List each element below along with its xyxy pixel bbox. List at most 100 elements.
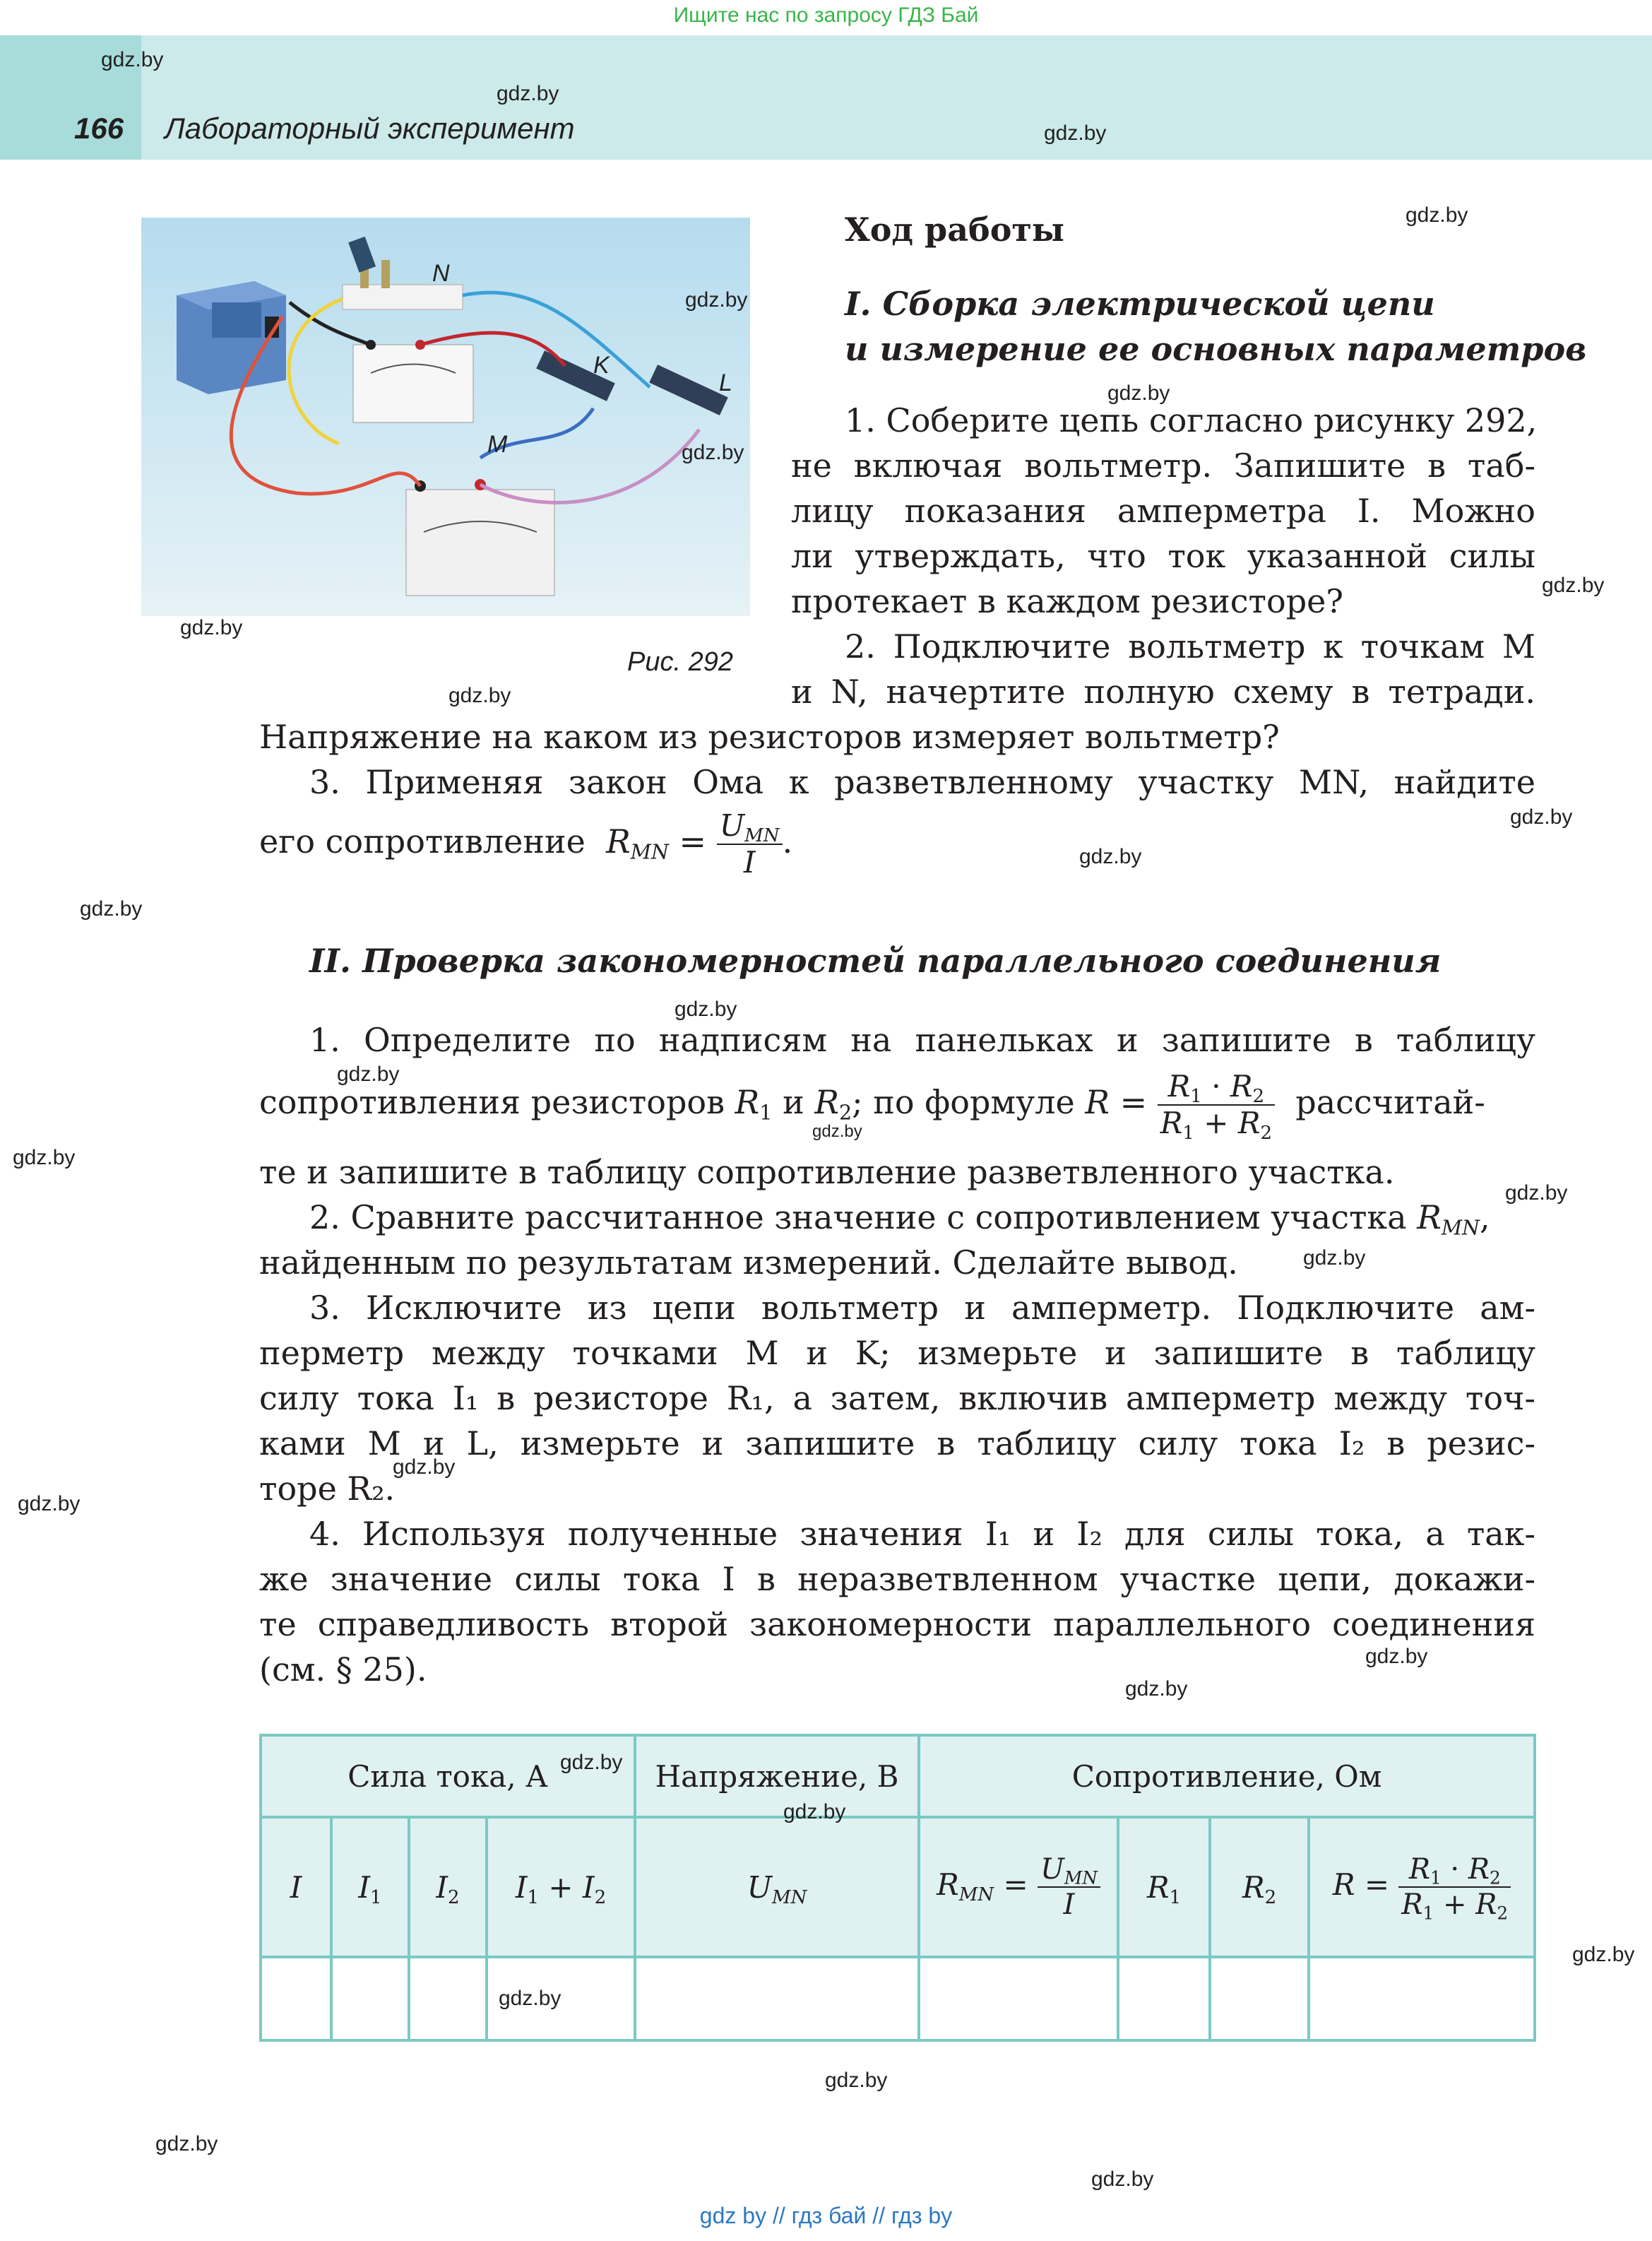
p2-step1-pre: сопротивления резисторов (259, 1083, 725, 1121)
step3-line: 3. Применяя закон Ома к разветвленному у… (309, 763, 1535, 801)
header-current: Сила тока, А (259, 1734, 637, 1819)
p2-step2-line: найденным по результатам измерений. Сдел… (259, 1243, 1238, 1282)
p2-step3-line: ками M и L, измерьте и запишите в таблиц… (259, 1424, 1535, 1462)
step2-line: и N, начертите полную схему в тетради. (791, 673, 1535, 711)
formula-r-sub: MN (630, 840, 669, 864)
step1-line: не включая вольтметр. Запишите в таб- (791, 447, 1535, 485)
watermark: gdz.by (80, 897, 143, 921)
cell-empty[interactable] (330, 1956, 410, 2042)
watermark: gdz.by (393, 1455, 456, 1479)
watermark: gdz.by (499, 1987, 561, 2010)
formula-r: R (606, 822, 631, 861)
cell-empty[interactable] (1117, 1956, 1212, 2042)
col-r1: R1 (1117, 1816, 1212, 1958)
p2-step3-line: перметр между точками M и K; измерьте и … (259, 1334, 1535, 1372)
step1-line: 1. Соберите цепь согласно рисунку 292, (845, 401, 1538, 439)
watermark: gdz.by (1505, 1181, 1568, 1205)
p2-step4-line: те справедливость второй закономерности … (259, 1605, 1535, 1643)
section-heading: Ход работы (845, 211, 1064, 249)
col-umn: UMN (634, 1816, 921, 1958)
watermark: gdz.by (155, 2132, 218, 2156)
watermark: gdz.by (1107, 382, 1170, 405)
point-label-m: M (487, 431, 508, 458)
rheostat-n (342, 236, 463, 310)
part1-numeral: I. (845, 285, 872, 323)
page-number: 166 (74, 112, 124, 145)
p2-step1-formula-line: сопротивления резисторов R1 и R2; по фор… (259, 1069, 1485, 1144)
step3-formula-line: его сопротивление RMN = UMN I . (259, 808, 793, 880)
resistor-k (536, 350, 615, 401)
formula-num-sub: MN (744, 824, 780, 846)
col-i1: I1 (330, 1816, 410, 1958)
part2-title: II. Проверка закономерностей параллельно… (309, 938, 1441, 983)
part2-numeral: II. (309, 942, 352, 980)
watermark: gdz.by (825, 2069, 888, 2092)
cell-empty[interactable] (259, 1956, 333, 2042)
watermark: gdz.by (1365, 1645, 1428, 1668)
formula-num: U (719, 808, 745, 843)
step2-line: 2. Подключите вольтметр к точкам M (845, 627, 1535, 666)
search-banner[interactable]: Ищите нас по запросу ГДЗ Бай (673, 4, 979, 27)
part1-title-line1: I. Сборка электрической цепи (845, 281, 1435, 326)
col-i: I (259, 1816, 333, 1958)
step1-line: ли утверждать, что ток указанной силы (791, 537, 1535, 575)
watermark: gdz.by (1406, 203, 1468, 227)
p2-step3-line: силу тока I₁ в резисторе R₁, а затем, вк… (259, 1379, 1535, 1417)
watermark: gdz.by (682, 441, 744, 464)
cell-empty[interactable] (1208, 1956, 1311, 2042)
cell-empty[interactable] (634, 1956, 921, 2042)
cell-empty[interactable] (485, 1956, 637, 2042)
p2-step3-line: 3. Исключите из цепи вольтметр и амперме… (309, 1289, 1535, 1327)
watermark: gdz.by (1303, 1246, 1366, 1270)
watermark: gdz.by (1044, 122, 1107, 145)
p2-step1-line: 1. Определите по надписям на панельках и… (309, 1021, 1535, 1059)
p2-step3-line: торе R₂. (259, 1470, 396, 1508)
point-label-l: L (719, 369, 732, 396)
col-i2: I2 (408, 1816, 488, 1958)
watermark: gdz.by (101, 48, 164, 71)
p2-step4-line: (см. § 25). (259, 1650, 427, 1689)
cell-empty[interactable] (408, 1956, 488, 2042)
watermark: gdz.by (1572, 1943, 1635, 1966)
watermark: gdz.by (13, 1146, 76, 1169)
p2-step1-post: рассчитай- (1295, 1083, 1485, 1121)
watermark: gdz.by (497, 82, 559, 105)
point-label-n: N (432, 260, 450, 287)
watermark: gdz.by (1510, 805, 1573, 829)
voltmeter-meter (405, 479, 555, 596)
watermark: gdz.by (448, 684, 511, 707)
header-resistance: Сопротивление, Ом (917, 1734, 1537, 1819)
col-i-sum: I1 + I2 (485, 1816, 637, 1958)
header-band (0, 35, 1652, 160)
circuit-photo: N K L M (141, 218, 750, 616)
watermark: gdz.by (783, 1800, 846, 1823)
point-label-k: K (593, 352, 610, 379)
running-title: Лабораторный эксперимент (165, 112, 575, 145)
watermark: gdz.by (1079, 845, 1142, 868)
cell-empty[interactable] (1307, 1956, 1537, 2042)
part1-title-text1: Сборка электрической цепи (882, 285, 1435, 323)
p2-step4-line: 4. Используя полученные значения I₁ и I₂… (309, 1515, 1535, 1553)
page-number-tab (0, 35, 141, 160)
p2-step2-text: 2. Сравните рассчитанное значение с сопр… (309, 1198, 1407, 1236)
watermark: gdz.by (675, 998, 737, 1021)
p2-step4-line: же значение силы тока I в неразветвленно… (259, 1560, 1535, 1598)
footer-links[interactable]: gdz by // гдз бай // гдз by (699, 2203, 953, 2228)
watermark: gdz.by (1125, 1677, 1188, 1701)
step3-prefix: его сопротивление (259, 822, 586, 861)
watermark: gdz.by (560, 1751, 623, 1774)
watermark: gdz.by (18, 1492, 81, 1515)
step1-line: лицу показания амперметра I. Можно (791, 492, 1535, 530)
col-r2: R2 (1208, 1816, 1311, 1958)
watermark: gdz.by (1091, 2168, 1154, 2191)
watermark: gdz.by (1542, 574, 1605, 597)
p2-step1-mid: ; по формуле (852, 1083, 1075, 1121)
power-supply (177, 281, 286, 394)
ammeter-meter (352, 340, 474, 423)
part2-title-text: Проверка закономерностей параллельного с… (362, 942, 1442, 980)
parallel-formula: R1 · R2 R1 + R2 (1157, 1072, 1276, 1142)
cell-empty[interactable] (917, 1956, 1120, 2042)
formula-fraction: UMN I (716, 808, 783, 877)
